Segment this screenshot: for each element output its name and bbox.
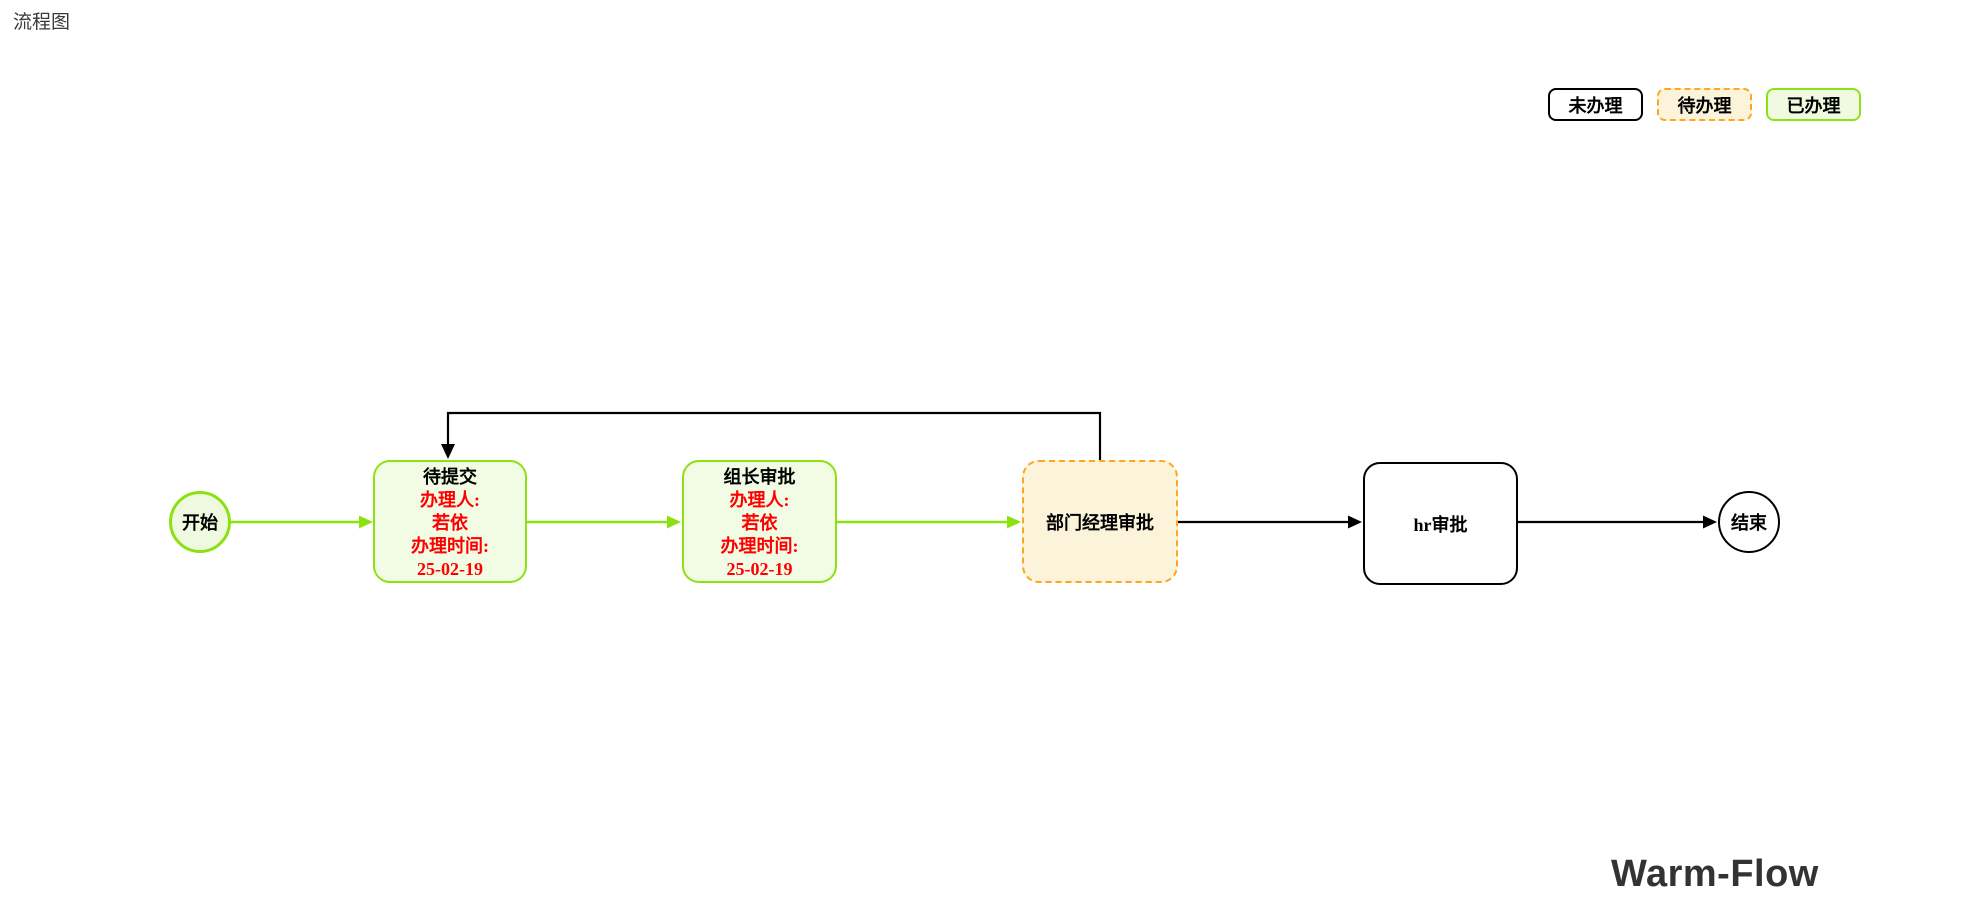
page-title: 流程图 xyxy=(13,12,71,33)
edge-submit-to-leader xyxy=(527,515,681,529)
node-assignee: 若依 xyxy=(741,513,778,533)
node-submit[interactable]: 待提交 办理人: 若依 办理时间: 25-02-19 xyxy=(373,460,527,583)
legend-label: 待办理 xyxy=(1677,95,1732,116)
node-title: hr审批 xyxy=(1413,514,1468,535)
arrowhead-icon xyxy=(667,515,681,529)
arrowhead-icon xyxy=(1348,515,1362,529)
legend-item-not-handled: 未办理 xyxy=(1548,88,1643,121)
legend-label: 已办理 xyxy=(1786,95,1841,116)
start-node[interactable]: 开始 xyxy=(169,491,231,553)
node-assignee-label: 办理人: xyxy=(420,490,480,510)
edge-start-to-submit xyxy=(231,515,373,529)
arrowhead-icon xyxy=(1703,515,1717,529)
node-title: 部门经理审批 xyxy=(1046,512,1154,533)
node-time: 25-02-19 xyxy=(417,559,483,579)
edge-hr-to-end xyxy=(1518,515,1717,529)
legend-item-pending: 待办理 xyxy=(1657,88,1752,121)
node-time-label: 办理时间: xyxy=(411,536,489,556)
node-assignee-label: 办理人: xyxy=(729,490,790,510)
node-manager-approval[interactable]: 部门经理审批 xyxy=(1022,460,1178,583)
node-title: 组长审批 xyxy=(723,467,796,487)
end-node[interactable]: 结束 xyxy=(1718,491,1780,553)
warm-flow-logo: Warm-Flow xyxy=(1611,853,1819,895)
arrowhead-icon xyxy=(441,444,455,459)
end-node-label: 结束 xyxy=(1731,513,1767,533)
edge-manager-to-hr xyxy=(1178,515,1362,529)
status-legend: 未办理 待办理 已办理 xyxy=(1548,88,1861,121)
legend-item-done: 已办理 xyxy=(1766,88,1861,121)
node-leader-approval[interactable]: 组长审批 办理人: 若依 办理时间: 25-02-19 xyxy=(682,460,837,583)
node-title: 待提交 xyxy=(423,467,477,487)
node-time: 25-02-19 xyxy=(726,559,793,579)
legend-label: 未办理 xyxy=(1568,95,1623,116)
node-time-label: 办理时间: xyxy=(720,536,799,556)
edge-leader-to-manager xyxy=(837,515,1021,529)
node-assignee: 若依 xyxy=(432,513,468,533)
start-node-label: 开始 xyxy=(182,513,218,533)
arrowhead-icon xyxy=(1007,515,1021,529)
node-hr-approval[interactable]: hr审批 xyxy=(1363,462,1518,585)
arrowhead-icon xyxy=(359,515,373,529)
edge-manager-back-to-submit xyxy=(441,411,1102,460)
